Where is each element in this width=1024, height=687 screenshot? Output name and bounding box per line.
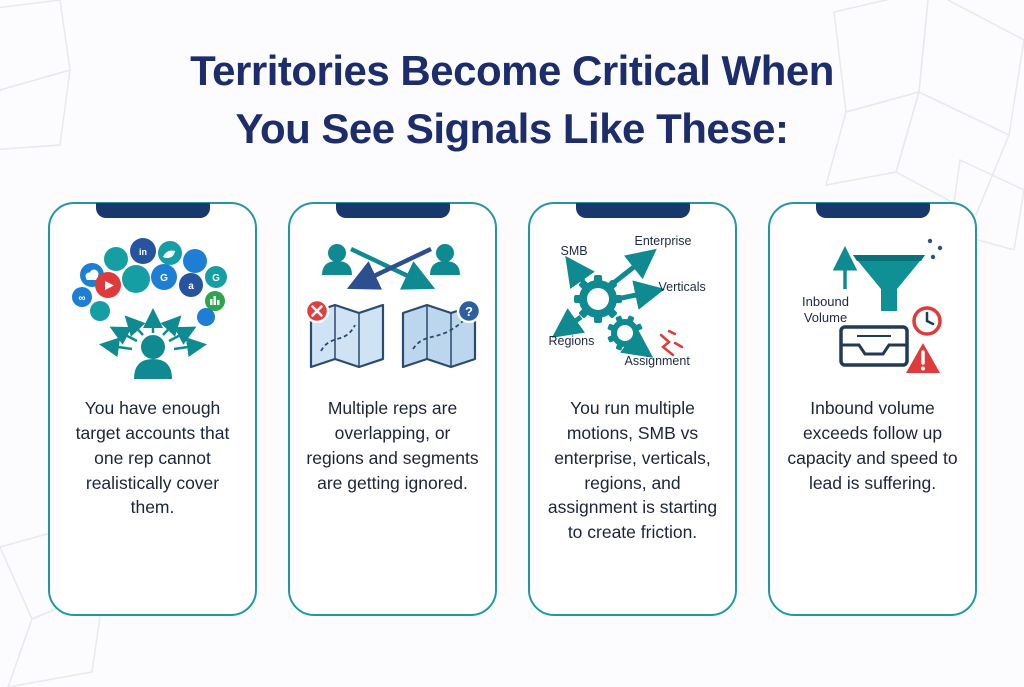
inbox-icon <box>838 325 909 367</box>
card-overlapping-reps: ? Multiple reps are overlapping, or regi… <box>288 202 497 616</box>
page-title: Territories Become Critical When You See… <box>0 42 1024 158</box>
signal-cards-row: in G ∞ G a <box>48 202 977 616</box>
gears-motions-graphic <box>551 248 683 358</box>
title-line-1: Territories Become Critical When <box>190 47 834 94</box>
warning-icon <box>905 343 940 373</box>
svg-text:G: G <box>212 273 220 284</box>
svg-text:?: ? <box>465 304 473 319</box>
x-badge-icon <box>304 298 329 324</box>
crossed-reps-maps-graphic: ? <box>304 244 481 369</box>
person-icon <box>133 335 172 379</box>
gear-icon <box>573 275 622 323</box>
crossed-reps-maps-icon: ? <box>293 232 493 386</box>
phone-notch <box>95 203 210 218</box>
radiating-arrows <box>98 308 207 358</box>
title-line-2: You See Signals Like These: <box>235 104 789 152</box>
accounts-cloud-graphic: in G ∞ G a <box>71 238 227 379</box>
svg-text:∞: ∞ <box>78 293 85 304</box>
card-text: You have enough target accounts that one… <box>75 398 230 518</box>
card-text: Multiple reps are overlapping, or region… <box>306 398 479 493</box>
friction-spark-icon <box>659 329 683 357</box>
gear-icon <box>607 315 642 351</box>
svg-text:a: a <box>188 281 194 292</box>
svg-text:G: G <box>160 273 168 284</box>
app-icons-cluster: in G ∞ G a <box>71 238 227 326</box>
bird-glyph <box>162 250 175 258</box>
person-icon <box>321 244 352 275</box>
question-badge-icon: ? <box>456 298 481 324</box>
bar-chart-glyph <box>209 296 219 305</box>
label-regions: Regions <box>548 334 595 348</box>
funnel-inbox-icon: Inbound Volume <box>773 232 973 386</box>
accounts-cloud-icon: in G ∞ G a <box>53 232 253 386</box>
card-text: You run multiple motions, SMB vs enterpr… <box>547 398 718 543</box>
dots-icon <box>927 238 942 260</box>
person-icon <box>429 244 460 275</box>
map-icon <box>401 303 476 369</box>
cloud-glyph <box>85 269 99 280</box>
gears-motions-icon: SMB Enterprise Verticals Regions Assignm… <box>533 232 733 386</box>
crossed-arrows-icon <box>346 246 435 290</box>
card-multiple-motions: SMB Enterprise Verticals Regions Assignm… <box>528 202 737 616</box>
label-assignment: Assignment <box>624 354 690 368</box>
phone-notch <box>335 203 450 218</box>
label-enterprise: Enterprise <box>634 234 692 248</box>
phone-notch <box>815 203 930 218</box>
play-glyph <box>104 281 114 290</box>
label-verticals: Verticals <box>658 280 706 294</box>
card-too-many-accounts: in G ∞ G a <box>48 202 257 616</box>
label-smb: SMB <box>560 244 588 258</box>
label-inbound-volume: Inbound Volume <box>802 294 849 326</box>
map-icon <box>309 303 384 369</box>
card-inbound-volume: Inbound Volume Inbound volume exceeds fo… <box>768 202 977 616</box>
clock-icon <box>911 306 942 336</box>
phone-notch <box>575 203 690 218</box>
funnel-icon <box>852 255 925 311</box>
funnel-inbox-graphic <box>832 238 942 373</box>
card-text: Inbound volume exceeds follow up capacit… <box>787 398 958 493</box>
svg-text:in: in <box>139 247 147 257</box>
